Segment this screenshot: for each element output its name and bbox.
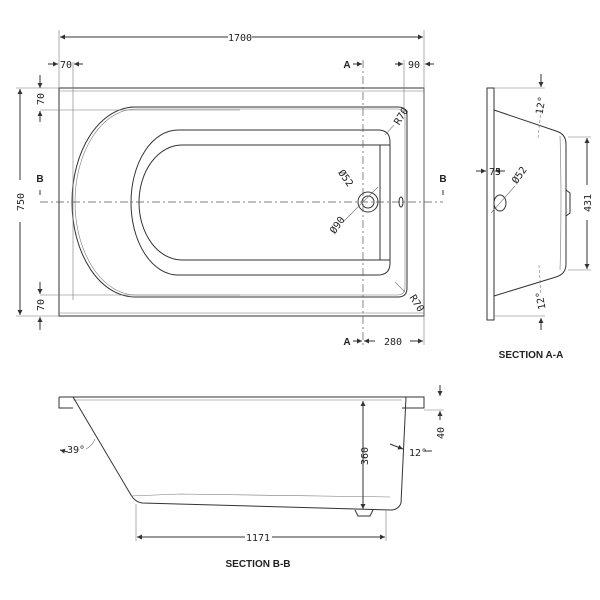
section-a-label-top: A xyxy=(343,60,350,71)
basin-floor-outline xyxy=(138,144,390,261)
angle-left-39: 39° xyxy=(67,445,85,456)
basin-rim-outline xyxy=(71,106,408,298)
basin-inner-outline xyxy=(130,129,391,276)
dim-base-length: 1171 xyxy=(246,533,270,544)
angle-top-12: 12° xyxy=(535,96,549,116)
rim-profile xyxy=(58,396,425,409)
section-b-profile xyxy=(72,396,407,511)
section-b-b: 360 40 39° 12° 1171 SECTION B-B xyxy=(58,385,447,570)
angle-right-12: 12° xyxy=(409,448,427,459)
section-b-b-title: SECTION B-B xyxy=(226,559,291,570)
dim-overall-length: 1700 xyxy=(228,33,252,44)
dim-waste-outer: Ø90 xyxy=(327,214,347,236)
plan-view: 1700 70 90 A 750 70 70 B B Ø52 Ø90 R70 xyxy=(16,30,447,348)
dim-top-rim: 70 xyxy=(36,93,47,105)
dim-depth: 360 xyxy=(360,447,371,465)
bath-outline xyxy=(58,87,425,317)
dim-bottom-rim: 70 xyxy=(36,299,47,311)
dim-radius-bottom: R70 xyxy=(407,293,426,314)
dim-overall-width: 750 xyxy=(16,193,27,211)
dim-waste-inner: Ø52 xyxy=(335,167,355,189)
angle-bottom-12: 12° xyxy=(535,291,549,311)
section-a-a: 12° 12° 75 Ø52 431 SECTION A-A xyxy=(476,74,594,361)
dim-overflow-dia: Ø52 xyxy=(509,164,529,186)
waste-outlet xyxy=(354,509,374,517)
section-a-label-bottom: A xyxy=(343,337,350,348)
section-a-a-title: SECTION A-A xyxy=(499,350,564,361)
dim-left-rim: 70 xyxy=(60,60,72,71)
overflow-hole xyxy=(493,194,507,212)
dim-rim-height: 40 xyxy=(436,427,447,439)
dim-overflow-offset: 75 xyxy=(489,167,501,178)
section-b-label-left: B xyxy=(36,174,43,185)
dim-base-width: 431 xyxy=(583,194,594,212)
section-a-profile xyxy=(493,109,567,297)
dim-right-rim: 90 xyxy=(408,60,420,71)
dim-waste-offset: 280 xyxy=(384,337,402,348)
section-b-label-right: B xyxy=(439,174,446,185)
